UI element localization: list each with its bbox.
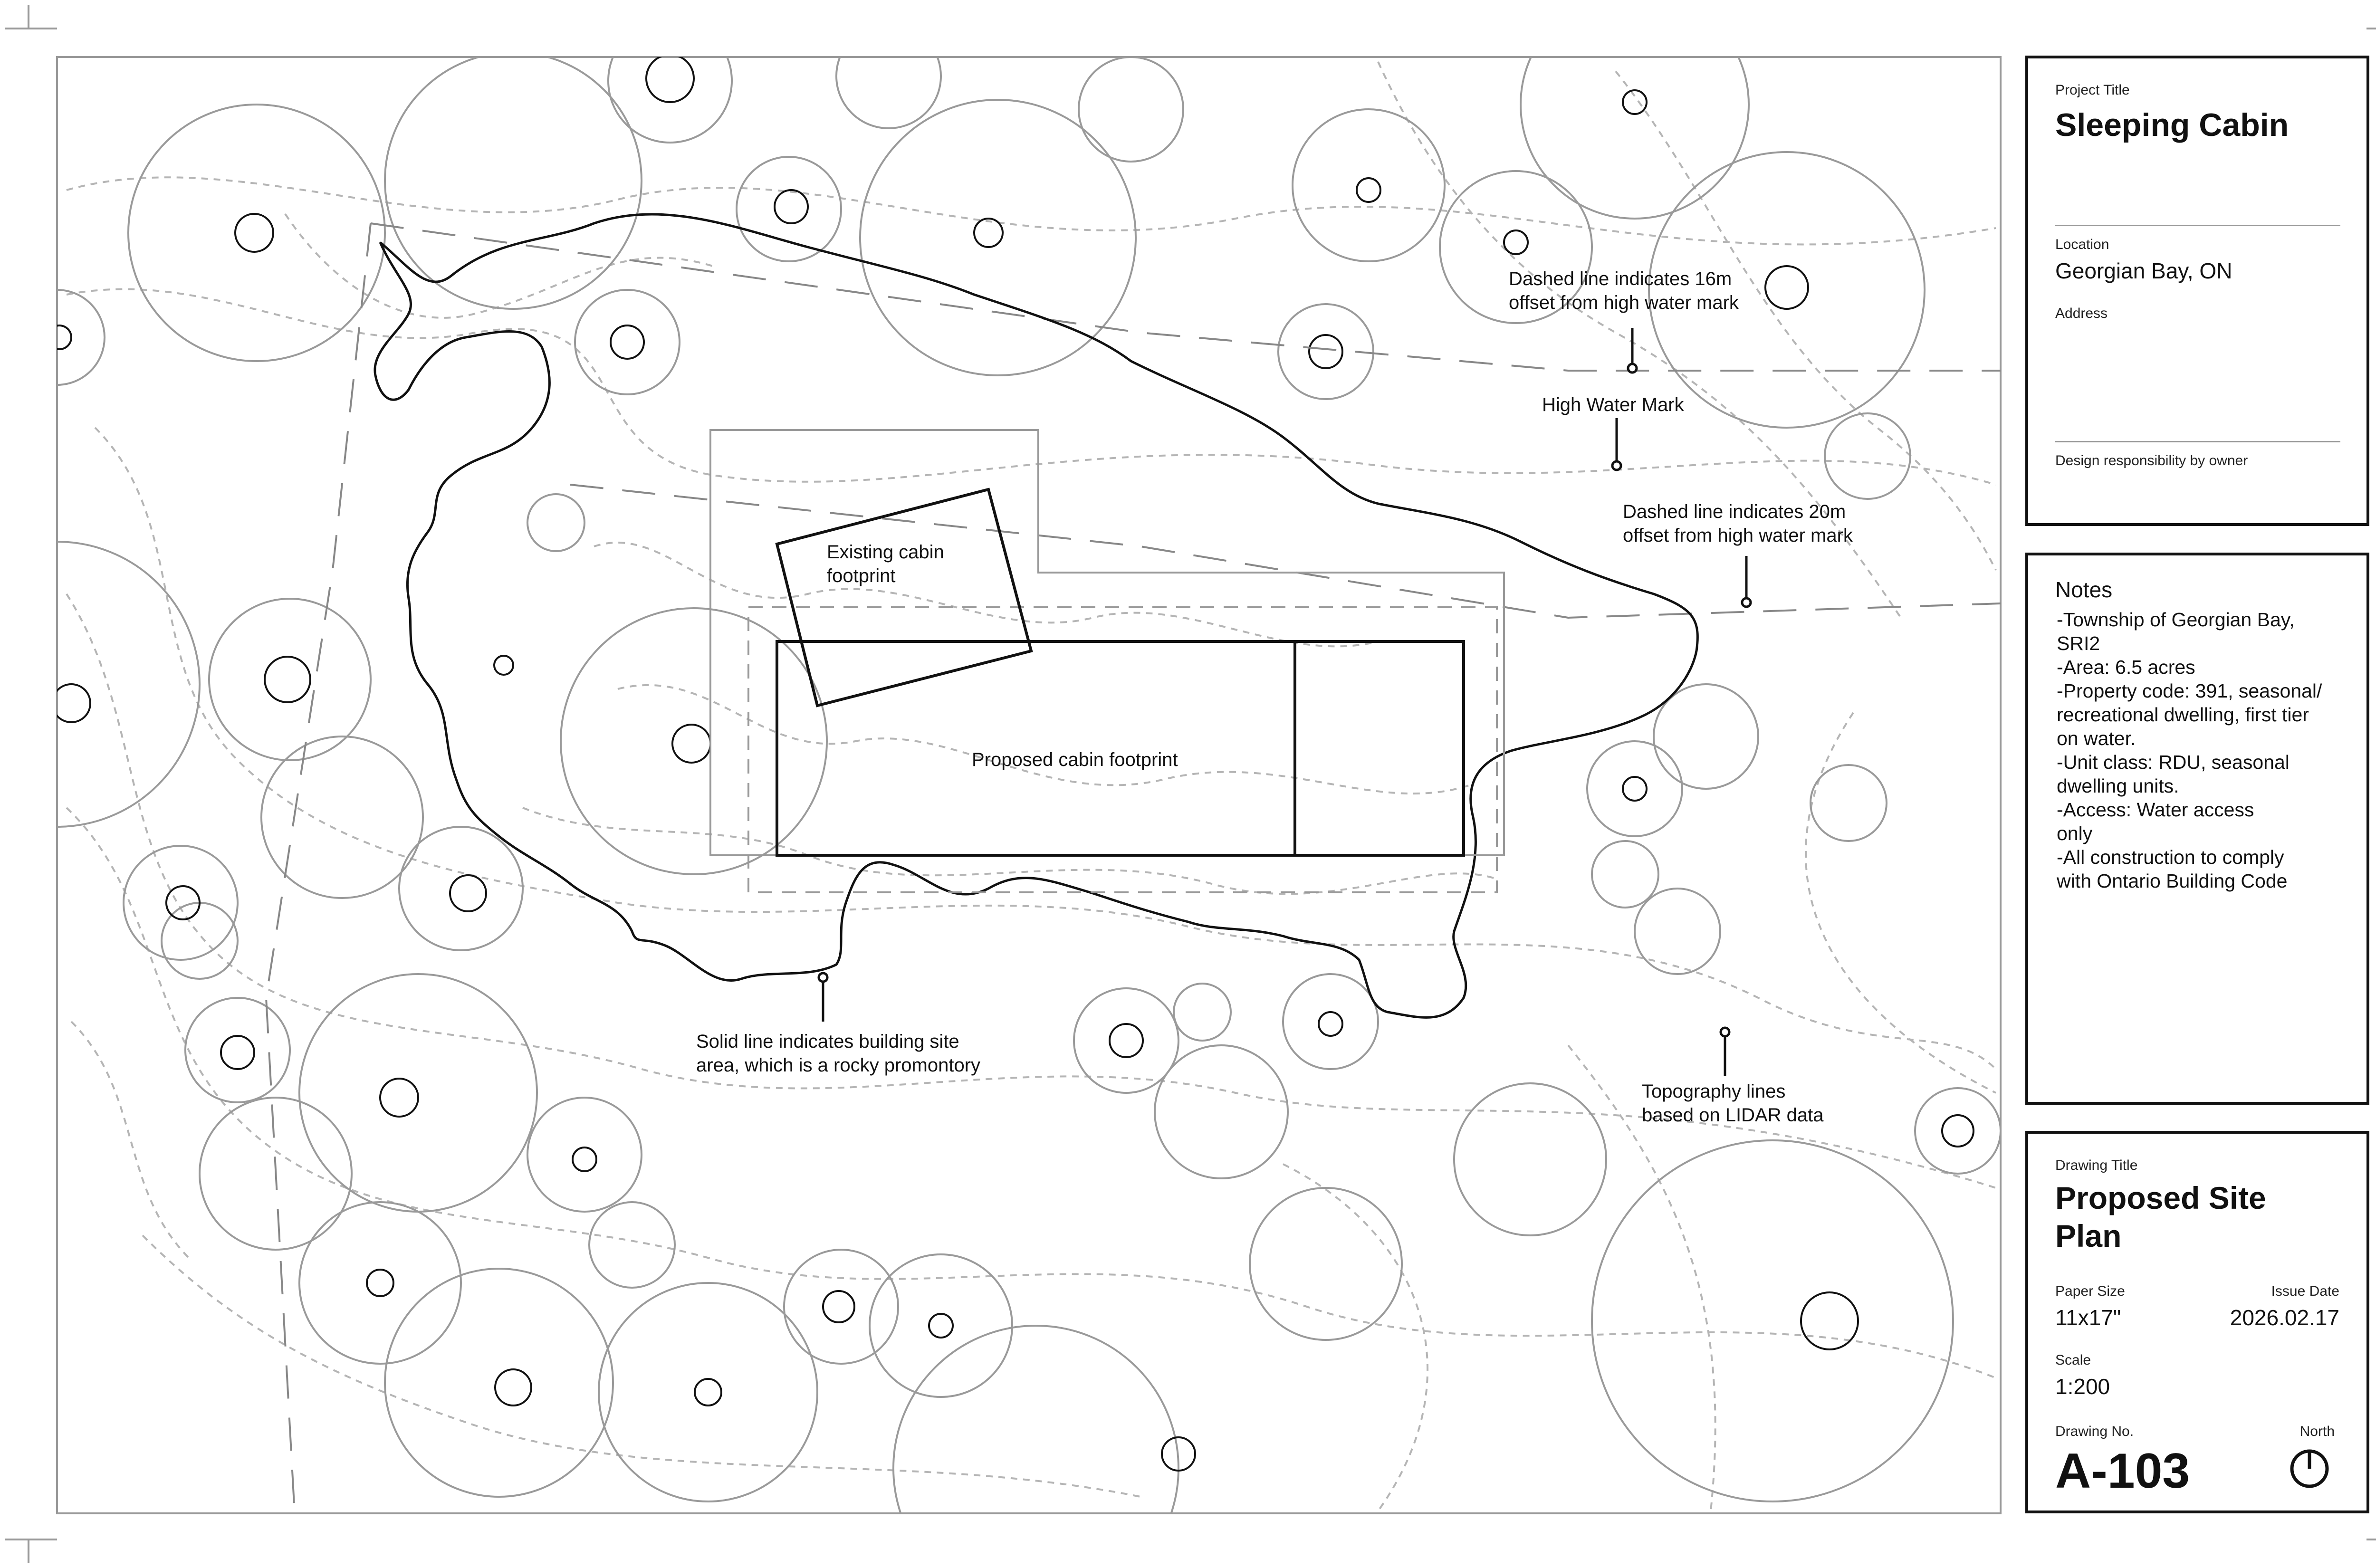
- location-value: Georgian Bay, ON: [2055, 258, 2232, 283]
- corner-marks: [5, 5, 2376, 1563]
- drawing-title-line1: Proposed Site: [2055, 1180, 2266, 1215]
- topography-label-line2: based on LIDAR data: [1642, 1105, 1824, 1126]
- offset20-label-line1: Dashed line indicates 20m: [1623, 501, 1846, 522]
- drawing-title-line2: Plan: [2055, 1218, 2122, 1253]
- topography-lines: [66, 61, 1997, 1512]
- existing-cabin-label-line1: Existing cabin: [827, 542, 944, 563]
- building-site-outline: [374, 213, 1699, 1019]
- north-label: North: [2299, 1424, 2335, 1439]
- project-info-panel: Project Title Sleeping Cabin Location Ge…: [2025, 56, 2369, 526]
- drawing-info-panel: Drawing Title Proposed Site Plan Paper S…: [2025, 1131, 2369, 1513]
- drawing-title-label: Drawing Title: [2055, 1157, 2138, 1173]
- project-title-label: Project Title: [2055, 82, 2130, 98]
- offset16-label-line1: Dashed line indicates 16m: [1509, 268, 1732, 289]
- offset16-label-line2: offset from high water mark: [1509, 292, 1739, 313]
- scale-value: 1:200: [2055, 1374, 2110, 1399]
- proposed-cabin-label: Proposed cabin footprint: [972, 749, 1178, 770]
- existing-cabin-label-line2: footprint: [827, 565, 896, 586]
- north-arrow-icon: [2290, 1449, 2329, 1488]
- tree-trunks: [57, 57, 1974, 1472]
- notes-heading: Notes: [2055, 577, 2113, 602]
- issue-date-value: 2026.02.17: [2230, 1305, 2339, 1330]
- location-label: Location: [2055, 237, 2109, 252]
- issue-date-label: Issue Date: [2271, 1283, 2339, 1299]
- building-site-label-line2: area, which is a rocky promontory: [696, 1055, 980, 1076]
- notes-body: -Township of Georgian Bay, SRI2 -Area: 6…: [2057, 609, 2322, 892]
- drawing-number-label: Drawing No.: [2055, 1424, 2134, 1439]
- existing-structure-outline: [709, 429, 1505, 856]
- scale-label: Scale: [2055, 1352, 2091, 1368]
- drawing-frame: [56, 56, 2002, 1514]
- paper-size-value: 11x17": [2055, 1305, 2121, 1330]
- building-site-label-line1: Solid line indicates building site: [696, 1031, 959, 1052]
- tree-canopies: [57, 57, 2001, 1513]
- design-responsibility-note: Design responsibility by owner: [2055, 453, 2248, 468]
- paper-size-label: Paper Size: [2055, 1283, 2125, 1299]
- drawing-number: A-103: [2055, 1444, 2190, 1499]
- offset20-label-line2: offset from high water mark: [1623, 525, 1853, 546]
- project-title: Sleeping Cabin: [2055, 107, 2289, 143]
- offset-lines: [265, 222, 2001, 1513]
- annotations: Dashed line indicates 16m offset from hi…: [696, 268, 1853, 1126]
- annotation-leaders: [817, 328, 1752, 1076]
- topography-label-line1: Topography lines: [1642, 1081, 1785, 1102]
- existing-cabin-footprint: [775, 488, 1033, 708]
- divider: [2055, 441, 2340, 442]
- proposed-cabin-footprint: [776, 640, 1465, 857]
- notes-panel: Notes -Township of Georgian Bay, SRI2 -A…: [2025, 553, 2369, 1105]
- setback-dashed-rectangle: [747, 606, 1498, 893]
- divider: [2055, 225, 2340, 226]
- high-water-mark-label: High Water Mark: [1542, 394, 1685, 415]
- address-label: Address: [2055, 306, 2108, 321]
